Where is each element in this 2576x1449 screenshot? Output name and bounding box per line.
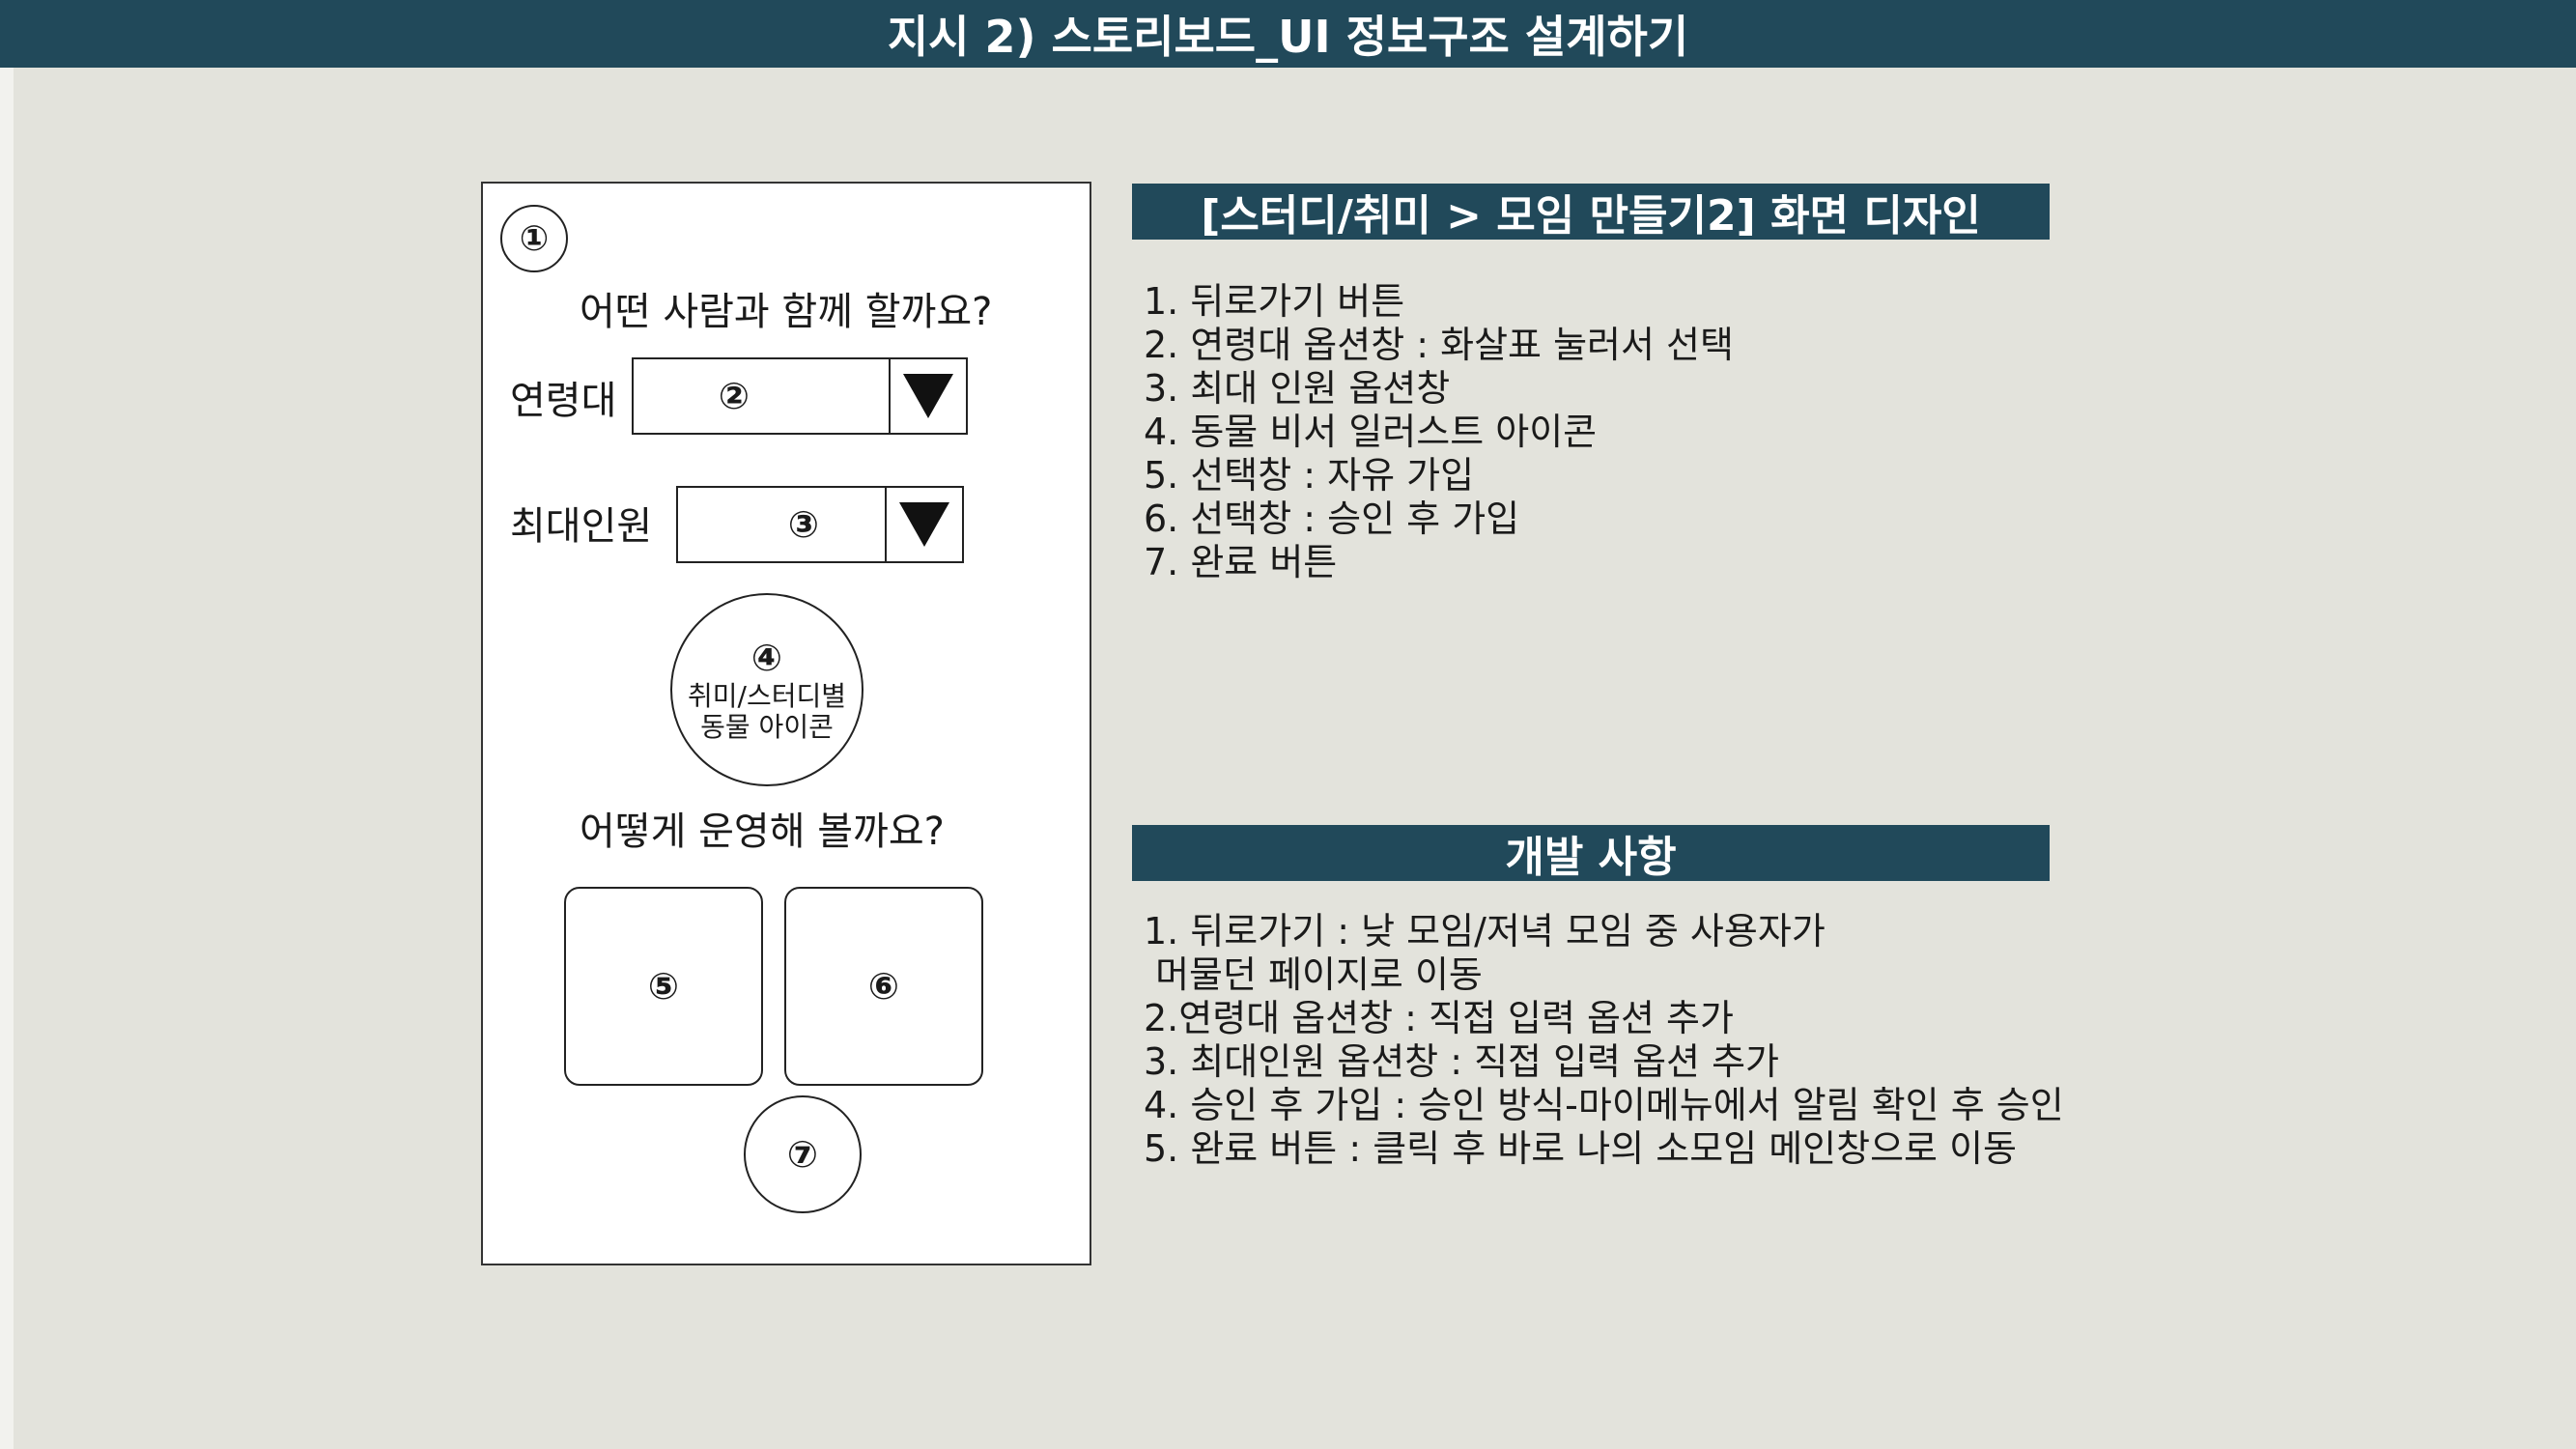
list-item: 2. 연령대 옵션창 : 화살표 눌러서 선택	[1144, 324, 1734, 366]
triangle-down-icon	[899, 502, 949, 547]
question-how: 어떻게 운영해 볼까요?	[580, 810, 945, 854]
list-item: 2.연령대 옵션창 : 직접 입력 옵션 추가	[1144, 997, 1734, 1039]
list-item: 5. 선택창 : 자유 가입	[1144, 454, 1475, 497]
triangle-down-icon	[903, 374, 953, 418]
list-item: 1. 뒤로가기 버튼	[1144, 280, 1405, 323]
page-title: 지시 2) 스토리보드_UI 정보구조 설계하기	[887, 11, 1689, 63]
page-title-bar: 지시 2) 스토리보드_UI 정보구조 설계하기	[0, 0, 2576, 68]
list-item: 4. 동물 비서 일러스트 아이콘	[1144, 411, 1598, 453]
done-button[interactable]: ⑦	[744, 1095, 862, 1213]
question-who: 어떤 사람과 함께 할까요?	[580, 290, 993, 334]
list-item: 머물던 페이지로 이동	[1144, 953, 1483, 996]
approval-join-option[interactable]: ⑥	[784, 887, 983, 1086]
list-item: 6. 선택창 : 승인 후 가입	[1144, 497, 1520, 540]
age-range-marker: ②	[718, 375, 750, 417]
age-range-select[interactable]: ②	[632, 357, 968, 435]
list-item: 1. 뒤로가기 : 낮 모임/저녁 모임 중 사용자가	[1144, 910, 1826, 952]
age-range-label: 연령대	[510, 379, 617, 423]
list-item: 3. 최대인원 옵션창 : 직접 입력 옵션 추가	[1144, 1040, 1780, 1083]
free-join-option[interactable]: ⑤	[564, 887, 763, 1086]
animal-secretary-icon: ④ 취미/스터디별 동물 아이콘	[670, 593, 863, 786]
list-item: 5. 완료 버튼 : 클릭 후 바로 나의 소모임 메인창으로 이동	[1144, 1127, 2018, 1170]
design-section-title: [스터디/취미 > 모임 만들기2] 화면 디자인	[1201, 191, 1981, 241]
dev-section-title: 개발 사항	[1505, 833, 1677, 882]
dev-section-header: 개발 사항	[1132, 825, 2050, 882]
max-members-label: 최대인원	[510, 504, 653, 549]
max-members-marker: ③	[787, 503, 820, 546]
design-items-list: 1. 뒤로가기 버튼 2. 연령대 옵션창 : 화살표 눌러서 선택 3. 최대…	[1144, 280, 1734, 584]
max-members-select[interactable]: ③	[676, 486, 964, 563]
left-edge-strip	[0, 68, 14, 1449]
list-item: 4. 승인 후 가입 : 승인 방식-마이메뉴에서 알림 확인 후 승인	[1144, 1084, 2064, 1126]
list-item: 7. 완료 버튼	[1144, 541, 1338, 583]
storyboard-phone-frame: ① 어떤 사람과 함께 할까요? 연령대 ② 최대인원 ③ ④ 취미/스터디별 …	[481, 182, 1091, 1265]
animal-icon-label-2: 동물 아이콘	[700, 711, 834, 743]
back-button[interactable]: ①	[500, 205, 568, 272]
max-members-dropdown-arrow[interactable]	[885, 488, 962, 561]
list-item: 3. 최대 인원 옵션창	[1144, 367, 1451, 410]
age-range-dropdown-arrow[interactable]	[889, 359, 966, 433]
design-section-header: [스터디/취미 > 모임 만들기2] 화면 디자인	[1132, 184, 2050, 241]
animal-icon-label-1: 취미/스터디별	[688, 680, 846, 712]
animal-icon-marker: ④	[750, 637, 783, 679]
dev-items-list: 1. 뒤로가기 : 낮 모임/저녁 모임 중 사용자가 머물던 페이지로 이동 …	[1144, 910, 2064, 1171]
